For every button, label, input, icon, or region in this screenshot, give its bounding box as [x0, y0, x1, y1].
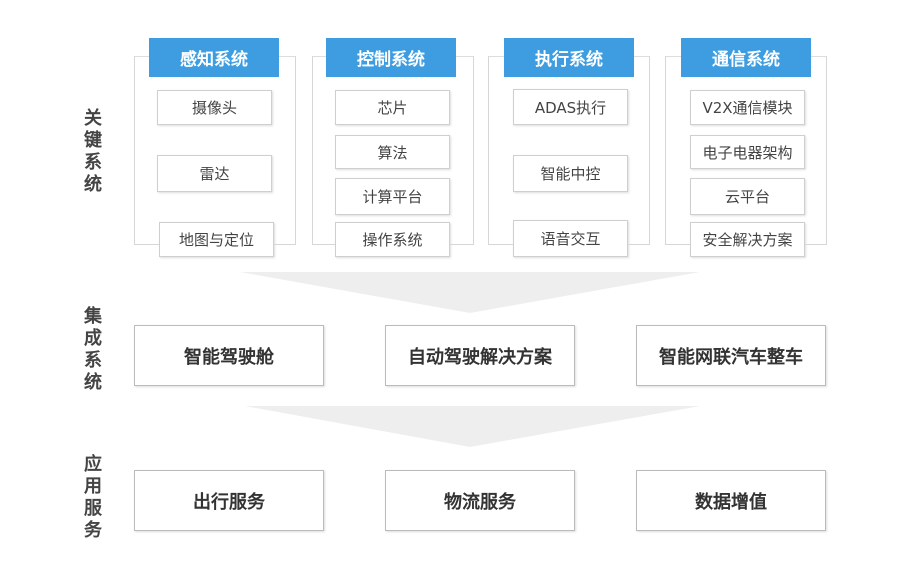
perception-header: 感知系统 [149, 38, 279, 77]
integration-box: 智能驾驶舱 [134, 325, 324, 386]
integration-box: 自动驾驶解决方案 [385, 325, 575, 386]
control-item: 操作系统 [335, 222, 450, 257]
control-item: 计算平台 [335, 178, 450, 215]
perception-frame [134, 56, 296, 245]
control-header: 控制系统 [326, 38, 456, 77]
communication-item: 安全解决方案 [690, 222, 805, 257]
side-label-key-systems: 关键系统 [84, 108, 102, 195]
execution-frame [488, 56, 650, 245]
application-box: 数据增值 [636, 470, 826, 531]
application-box: 出行服务 [134, 470, 324, 531]
perception-item: 地图与定位 [159, 222, 274, 257]
execution-item: ADAS执行 [513, 89, 628, 125]
execution-item: 语音交互 [513, 220, 628, 257]
funnel-arrow-1 [240, 272, 700, 313]
perception-item: 雷达 [157, 155, 272, 192]
integration-box: 智能网联汽车整车 [636, 325, 826, 386]
control-item: 芯片 [335, 90, 450, 125]
perception-item: 摄像头 [157, 90, 272, 125]
communication-item: V2X通信模块 [690, 90, 805, 125]
communication-item: 云平台 [690, 178, 805, 215]
side-label-integration: 集成系统 [84, 306, 102, 393]
communication-item: 电子电器架构 [690, 135, 805, 169]
side-label-application: 应用服务 [84, 454, 102, 541]
application-box: 物流服务 [385, 470, 575, 531]
execution-header: 执行系统 [504, 38, 634, 77]
funnel-arrow-2 [245, 406, 700, 447]
execution-item: 智能中控 [513, 155, 628, 192]
control-item: 算法 [335, 135, 450, 169]
communication-header: 通信系统 [681, 38, 811, 77]
